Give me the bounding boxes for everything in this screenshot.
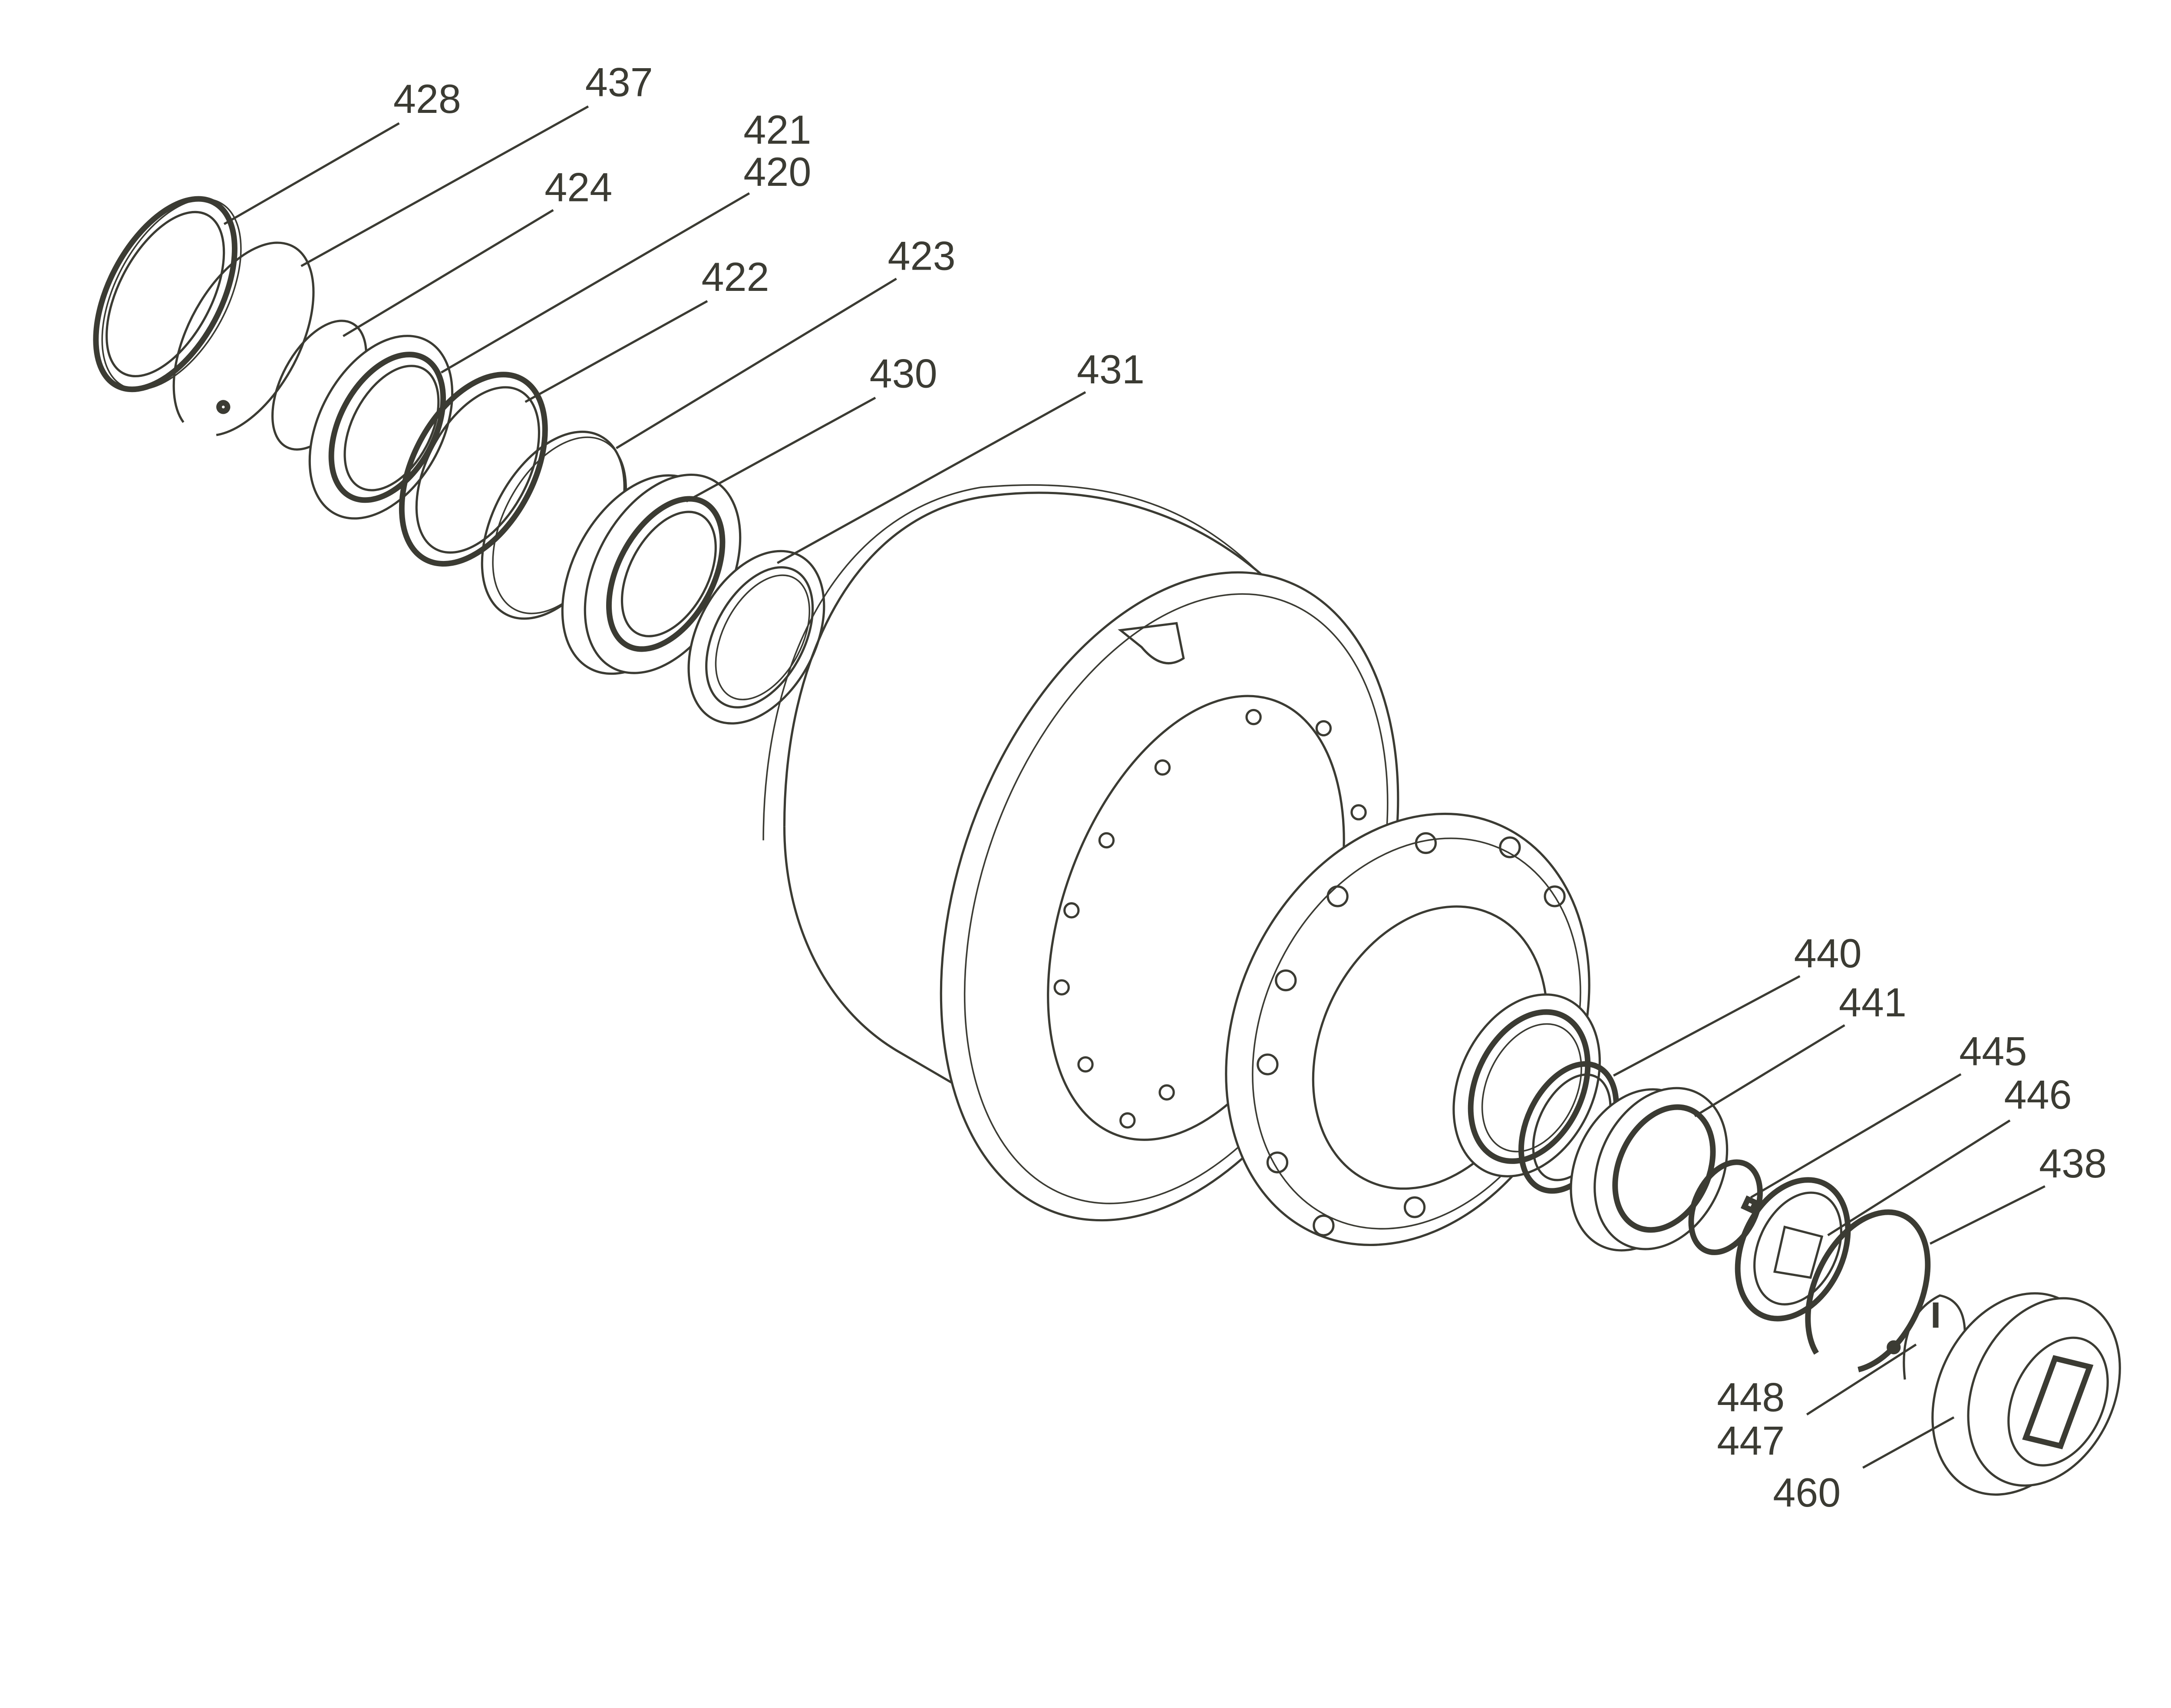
callout-447: 447 (1717, 1418, 1785, 1464)
part-422-seal (399, 372, 548, 567)
callout-421: 421 (743, 107, 811, 152)
leader-lines (223, 105, 2046, 1469)
callout-430: 430 (870, 350, 937, 396)
part-446-lock-plate (1735, 1177, 1851, 1322)
callout-448: 448 (1717, 1375, 1785, 1420)
part-428-seal (93, 196, 242, 392)
callout-423: 423 (888, 233, 956, 278)
callout-440: 440 (1794, 930, 1862, 976)
drum-bolt-holes (1053, 709, 1367, 1129)
part-421-420-race (308, 335, 454, 520)
parts-diagram: 428 437 421 420 424 422 423 430 431 440 … (93, 59, 2121, 1515)
part-hub (1225, 812, 1601, 1246)
part-437-snap-ring (172, 241, 315, 436)
callout-445: 445 (1959, 1029, 2027, 1074)
callout-420: 420 (743, 149, 811, 195)
callout-431: 431 (1077, 346, 1145, 392)
callout-437: 437 (585, 59, 653, 105)
callout-labels: 428 437 421 420 424 422 423 430 431 440 … (393, 59, 2107, 1515)
callout-424: 424 (544, 164, 612, 210)
part-460-hub-cap (1931, 1292, 2121, 1496)
callout-446: 446 (2004, 1072, 2072, 1118)
callout-441: 441 (1839, 979, 1907, 1025)
callout-460: 460 (1773, 1470, 1841, 1515)
callout-422: 422 (702, 254, 769, 300)
diagram-canvas: 428 437 421 420 424 422 423 430 431 440 … (93, 59, 2121, 1515)
callout-438: 438 (2039, 1141, 2107, 1186)
part-438-snap-ring (1805, 1209, 1931, 1372)
callout-428: 428 (393, 76, 461, 122)
